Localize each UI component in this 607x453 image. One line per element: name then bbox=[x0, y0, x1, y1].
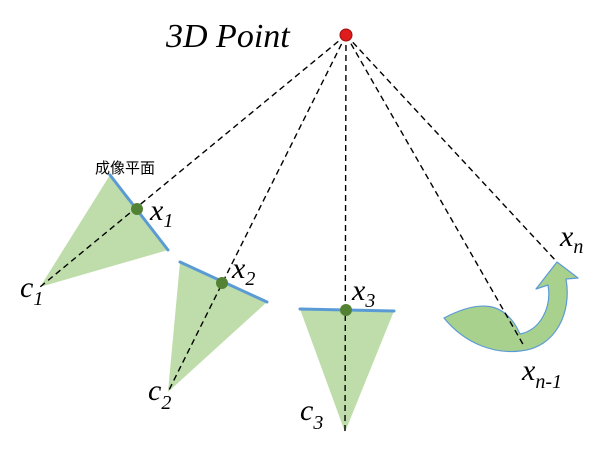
label-c1: c1 bbox=[20, 271, 43, 310]
camera-3-frustum bbox=[300, 309, 394, 432]
label-xn: xn bbox=[559, 220, 583, 258]
image-point-x1 bbox=[131, 203, 143, 215]
camera-1 bbox=[40, 173, 170, 287]
ray-to-c3 bbox=[344, 34, 347, 433]
camera-2-frustum bbox=[168, 262, 267, 392]
label-x2: x2 bbox=[231, 252, 255, 290]
ray-to-c2 bbox=[167, 34, 347, 393]
red-dot-icon bbox=[339, 28, 353, 42]
label-c2: c2 bbox=[148, 374, 171, 414]
curved-arrow-icon bbox=[443, 261, 579, 353]
camera-1-frustum bbox=[40, 175, 168, 287]
image-point-x2 bbox=[216, 277, 228, 289]
label-x3: x3 bbox=[351, 274, 375, 312]
label-xn-1: xn-1 bbox=[521, 354, 562, 393]
projection-rays bbox=[39, 34, 558, 433]
ray-to-xn bbox=[345, 34, 558, 263]
label-x1: x1 bbox=[149, 194, 173, 232]
image-plane-label: 成像平面 bbox=[95, 159, 155, 177]
label-c3: c3 bbox=[300, 394, 323, 434]
title-3d-point: 3D Point bbox=[165, 18, 291, 55]
image-point-x3 bbox=[340, 304, 352, 316]
ray-to-c1 bbox=[39, 34, 347, 288]
